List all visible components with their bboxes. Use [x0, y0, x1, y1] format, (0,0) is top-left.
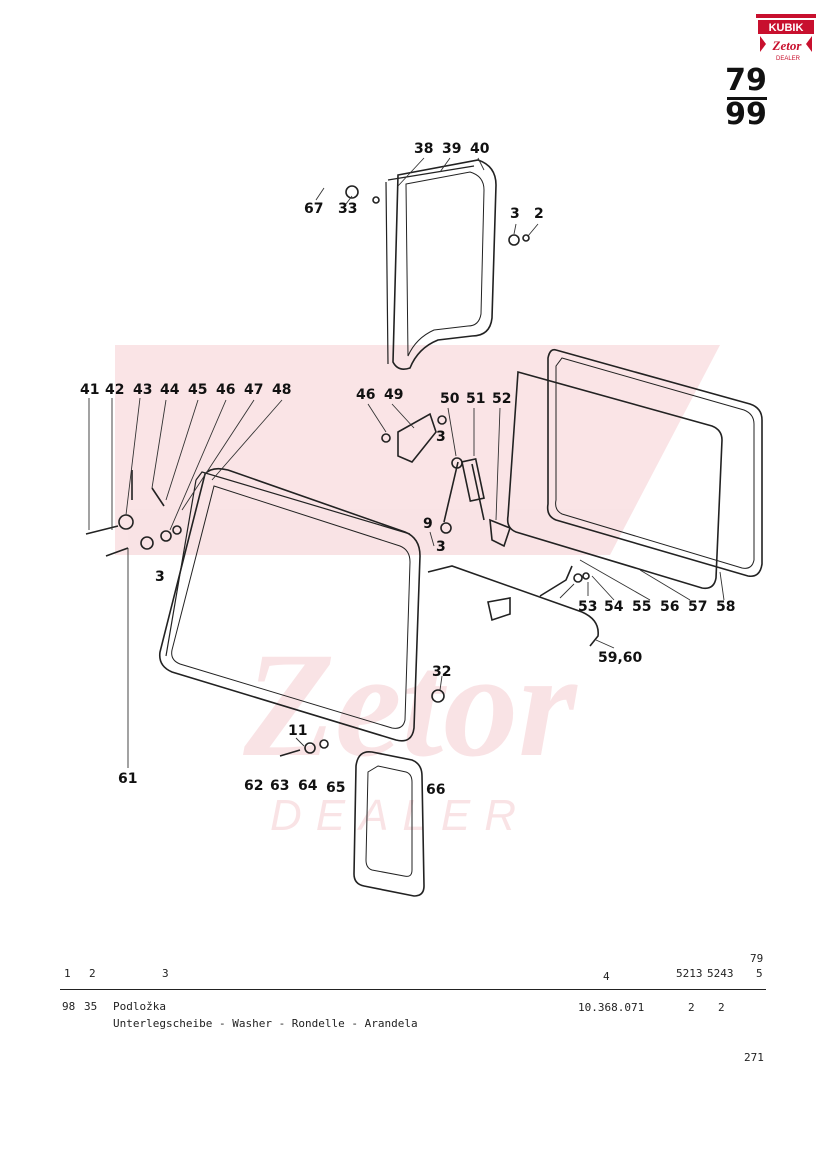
- callout-56: 56: [660, 599, 679, 615]
- lower-small-window: [353, 750, 425, 897]
- row-qty-5213: 2: [688, 1001, 695, 1014]
- callout-2: 2: [534, 206, 544, 222]
- row-part-translations: Unterlegscheibe - Washer - Rondelle - Ar…: [113, 1017, 418, 1030]
- callout-51: 51: [466, 391, 485, 407]
- callout-54: 54: [604, 599, 624, 615]
- callout-67: 67: [304, 201, 323, 217]
- callout-49: 49: [384, 387, 403, 403]
- table-header-model-5213: 5213: [676, 967, 703, 980]
- callout-53: 53: [578, 599, 597, 615]
- callout-64: 64: [298, 778, 318, 794]
- callout-50: 50: [440, 391, 460, 407]
- table-header-col-1: 1: [64, 967, 71, 980]
- table-corner-note: 79: [750, 952, 764, 965]
- callout-38: 38: [414, 141, 433, 157]
- table-header-col-5: 5: [756, 967, 763, 980]
- callout-43: 43: [133, 382, 152, 398]
- leader-lines: [88, 157, 725, 768]
- fastener-stack: [85, 185, 590, 757]
- callout-58: 58: [716, 599, 735, 615]
- callout-47: 47: [244, 382, 263, 398]
- callout-52: 52: [492, 391, 511, 407]
- watermark-brand-text: Zetor: [242, 622, 578, 788]
- logo-kubik-text: KUBIK: [769, 22, 804, 34]
- table-header-model-5243: 5243: [707, 967, 734, 980]
- zetor-dealer-watermark: Zetor DEALER: [115, 345, 720, 840]
- callout-32: 32: [432, 664, 451, 680]
- group-number-top: 79: [725, 63, 767, 98]
- kubik-zetor-logo: KUBIK Zetor DEALER: [756, 14, 816, 62]
- callout-65: 65: [326, 780, 345, 796]
- callout-46-hinge: 46: [356, 387, 375, 403]
- row-position-number-b: 35: [84, 1000, 98, 1013]
- callout-3-left: 3: [155, 569, 165, 585]
- callout-59-60: 59,60: [598, 650, 643, 666]
- callout-3-strut: 3: [436, 539, 446, 555]
- hinge-bracket: [397, 412, 511, 548]
- row-qty-5243: 2: [718, 1001, 725, 1014]
- callout-57: 57: [688, 599, 707, 615]
- exploded-parts-diagram: Zetor DEALER: [80, 141, 763, 897]
- callout-61: 61: [118, 771, 137, 787]
- callout-11: 11: [288, 723, 307, 739]
- logo-zetor-text: Zetor: [772, 38, 803, 53]
- callout-39: 39: [442, 141, 461, 157]
- callout-63: 63: [270, 778, 289, 794]
- callout-46-left: 46: [216, 382, 235, 398]
- callout-41: 41: [80, 382, 99, 398]
- callout-33: 33: [338, 201, 357, 217]
- page-footer-number: 271: [744, 1051, 764, 1064]
- row-part-name: Podložka: [113, 1000, 166, 1013]
- table-header-col-3: 3: [162, 967, 169, 980]
- callout-40: 40: [470, 141, 490, 157]
- callout-44: 44: [160, 382, 180, 398]
- callout-9: 9: [423, 516, 433, 532]
- callout-45: 45: [188, 382, 207, 398]
- table-header-col-4: 4: [603, 970, 610, 983]
- upper-rear-window: [385, 159, 497, 370]
- gas-strut: [440, 457, 485, 534]
- row-position-number-a: 98: [62, 1000, 76, 1013]
- callout-48: 48: [272, 382, 291, 398]
- callout-3-top: 3: [510, 206, 520, 222]
- callout-66: 66: [426, 782, 445, 798]
- watermark-sub-text: DEALER: [270, 791, 530, 840]
- callout-3-hinge: 3: [436, 429, 446, 445]
- callout-labels: 38 39 40 67 33 3 2 41 42 43 44 45 46 47 …: [80, 141, 735, 798]
- control-rod: [427, 565, 599, 647]
- table-header-col-2: 2: [89, 967, 96, 980]
- group-number-divider: [727, 97, 767, 100]
- logo-dealer-text: DEALER: [776, 56, 801, 62]
- table-header-rule: [60, 989, 766, 990]
- group-number-bottom: 99: [725, 97, 767, 132]
- side-window-seal: [546, 348, 763, 578]
- callout-62: 62: [244, 778, 263, 794]
- row-part-number: 10.368.071: [578, 1001, 645, 1014]
- callout-42: 42: [105, 382, 124, 398]
- side-window-pane: [506, 370, 723, 590]
- callout-55: 55: [632, 599, 651, 615]
